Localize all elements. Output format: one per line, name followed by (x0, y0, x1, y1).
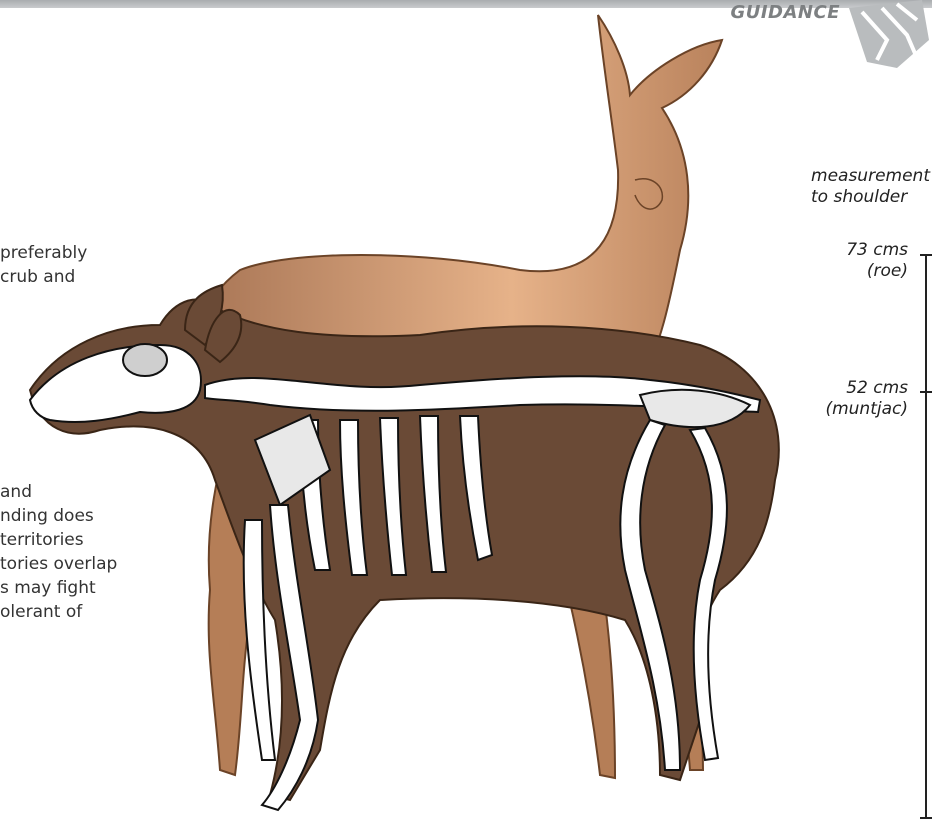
muntjac-species-label: (muntjac) (825, 399, 908, 420)
measurement-title-line1: measurement (811, 166, 930, 187)
measurement-heading: measurement to shoulder (811, 166, 930, 208)
measurement-title-line2: to shoulder (811, 187, 930, 208)
muntjac-height-value: 52 cms (825, 378, 908, 399)
roe-height-value: 73 cms (846, 240, 908, 261)
roe-measurement-label: 73 cms (roe) (846, 240, 908, 282)
roe-species-label: (roe) (846, 261, 908, 282)
muntjac-measurement-label: 52 cms (muntjac) (825, 378, 908, 420)
shoulder-height-scale (920, 255, 932, 818)
